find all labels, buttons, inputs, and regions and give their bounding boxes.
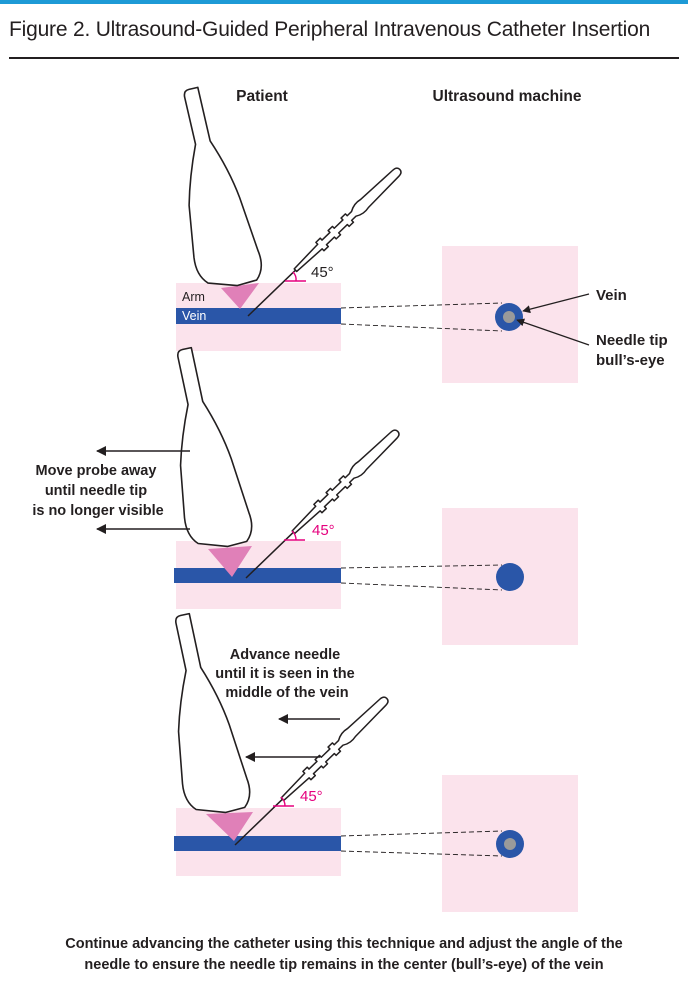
instruction-line: is no longer visible [32, 503, 163, 519]
vein-label: Vein [182, 309, 206, 323]
vein-cross-section [496, 563, 524, 591]
projection-lines [340, 564, 503, 591]
accent-bar [0, 0, 688, 4]
instruction-line: until it is seen in the [215, 666, 354, 682]
ultrasound-beam [208, 546, 252, 577]
title-rule [9, 57, 679, 59]
instruction-line: Move probe away [36, 463, 157, 479]
ultrasound-beam [206, 812, 253, 841]
instruction-line: until needle tip [45, 483, 147, 499]
arm-label: Arm [182, 290, 205, 304]
caption-line: needle to ensure the needle tip remains … [84, 957, 604, 973]
vein-band [174, 836, 341, 851]
ultrasound-machine-heading: Ultrasound machine [433, 88, 582, 105]
figure-title: Figure 2. Ultrasound-Guided Peripheral I… [9, 18, 651, 41]
vein-callout-label: Vein [596, 287, 627, 304]
needle-tip-callout-line [516, 318, 590, 346]
needle-tip-line-1: Needle tip [596, 332, 668, 349]
ultrasound-beam [221, 283, 259, 309]
needle-tip-bullseye [504, 838, 516, 850]
angle-label: 45° [311, 264, 334, 281]
needle-tip-line-2: bull’s-eye [596, 352, 665, 369]
vein-callout-line [522, 293, 590, 314]
figure-caption: Continue advancing the catheter using th… [0, 934, 688, 976]
ultrasound-probe-icon [155, 81, 267, 295]
angle-marker [273, 796, 294, 807]
step-2-panel: 45° Move probe away until needle tip is … [32, 342, 578, 645]
angle-label: 45° [312, 522, 335, 539]
instruction-line: Advance needle [230, 647, 340, 663]
instruction-line: middle of the vein [225, 685, 348, 701]
needle-tip-callout-label: Needle tip bull’s-eye [596, 332, 672, 369]
ultrasound-probe-icon [149, 342, 257, 555]
angle-marker [284, 530, 305, 541]
caption-line: Continue advancing the catheter using th… [65, 936, 623, 952]
step-1-panel: Arm Vein 45° Vein Needle tip bull’s-eye [155, 81, 672, 383]
angle-label: 45° [300, 788, 323, 805]
step-3-panel: Advance needle until it is seen in the m… [147, 608, 578, 912]
vein-band [174, 568, 341, 583]
angle-marker [285, 271, 306, 282]
ultrasound-probe-icon [147, 608, 255, 821]
vein-band [176, 308, 341, 324]
advance-needle-instruction: Advance needle until it is seen in the m… [215, 647, 358, 701]
projection-lines [340, 302, 503, 332]
patient-heading: Patient [236, 88, 288, 105]
projection-lines [340, 830, 503, 857]
needle-tip-bullseye [503, 311, 515, 323]
move-probe-instruction: Move probe away until needle tip is no l… [32, 463, 163, 519]
